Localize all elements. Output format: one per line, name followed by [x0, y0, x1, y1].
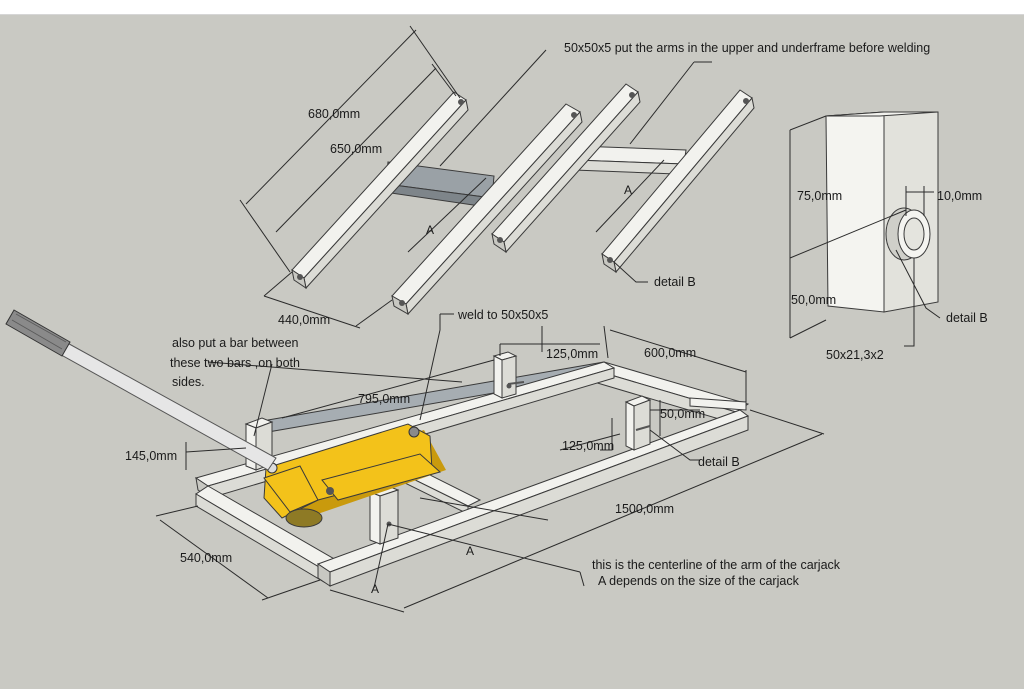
detail-b-block-label: detail B	[946, 311, 988, 325]
jack-front-plate	[263, 465, 319, 513]
dim-540-label: 540,0mm	[180, 551, 232, 565]
drawing-canvas: 50x50x5 put the arms in the upper and un…	[0, 15, 1024, 689]
dim-1500-line	[403, 433, 823, 609]
dim-650-label: 650,0mm	[330, 142, 382, 156]
centerline-note-line-1: this is the centerline of the arm of the…	[592, 558, 841, 572]
pipe-spec-label: 50x21,3x2	[826, 348, 884, 362]
detail-b-block-leader	[895, 249, 941, 319]
mark-a-arm-2: A	[624, 183, 632, 197]
dim-600-line	[609, 329, 747, 373]
pipe-bore	[903, 217, 925, 251]
dim-795-label: 795,0mm	[358, 392, 410, 406]
note-leader-2	[629, 61, 695, 145]
upright-front-left	[368, 485, 400, 545]
car-jack	[263, 423, 446, 528]
arm-1	[291, 91, 469, 290]
weld-leader	[419, 314, 441, 421]
weld-note: weld to 50x50x5	[457, 308, 548, 322]
dim-440-label: 440,0mm	[278, 313, 330, 327]
note-arms: 50x50x5 put the arms in the upper and un…	[564, 41, 930, 55]
arm-2	[391, 103, 583, 316]
centerline-a	[387, 523, 581, 573]
arm-assembly: 50x50x5 put the arms in the upper and un…	[239, 25, 930, 329]
top-strip	[0, 0, 1024, 15]
bar-note-line-1: also put a bar between	[172, 336, 299, 350]
dim-440-line	[263, 295, 361, 329]
mark-a-arm-1: A	[426, 223, 434, 237]
frame-annotations: weld to 50x50x5 also put a bar between t…	[125, 308, 841, 613]
detail-b-frame-label: detail B	[698, 455, 740, 469]
block-front	[825, 111, 885, 313]
jack-saddle	[408, 426, 420, 438]
dim-145-label: 145,0mm	[125, 449, 177, 463]
detail-b-arms-label: detail B	[654, 275, 696, 289]
arm-3	[491, 83, 641, 254]
dim-50-frame-label: 50,0mm	[660, 407, 705, 421]
mark-a-frame: A	[466, 544, 474, 558]
dim-650-line	[275, 67, 437, 233]
dim-600-label: 600,0mm	[644, 346, 696, 360]
dim-795-line	[281, 359, 495, 419]
dim-680-label: 680,0mm	[308, 107, 360, 121]
dim-540-line	[159, 519, 269, 599]
dim-10-label: 10,0mm	[937, 189, 982, 203]
dim-50-block-label: 50,0mm	[791, 293, 836, 307]
jack-pivot	[326, 487, 334, 495]
dim-125-top-label: 125,0mm	[546, 347, 598, 361]
dim-125-mid-label: 125,0mm	[562, 439, 614, 453]
dim-1500-label: 1500,0mm	[615, 502, 674, 516]
arm-4	[601, 89, 755, 274]
log-splitter-diagram: 50x50x5 put the arms in the upper and un…	[0, 15, 1024, 689]
dim-680-line	[245, 29, 417, 205]
mark-a-small: A	[371, 582, 379, 596]
jack-wheel	[285, 508, 323, 528]
upright-back-mid	[492, 351, 518, 399]
bar-note-leader-2	[253, 363, 273, 437]
detail-b-frame-leader	[649, 429, 700, 461]
upright-front-right	[624, 395, 652, 451]
bar-note-line-3: sides.	[172, 375, 205, 389]
arm-1-hole	[297, 274, 303, 280]
note-leader-1	[439, 49, 547, 167]
centerline-note-line-2: A depends on the size of the carjack	[598, 574, 800, 588]
bar-note-line-2: these two bars ,on both	[170, 356, 300, 370]
dim-75-label: 75,0mm	[797, 189, 842, 203]
bar-note-leader-1	[207, 361, 463, 383]
detail-b-leader-arms	[613, 261, 648, 283]
pipe-spec-leader	[904, 258, 915, 347]
detail-b-block: 75,0mm 10,0mm 50,0mm detail B 50x21,3x2	[789, 111, 988, 362]
jack-handle	[5, 309, 277, 471]
